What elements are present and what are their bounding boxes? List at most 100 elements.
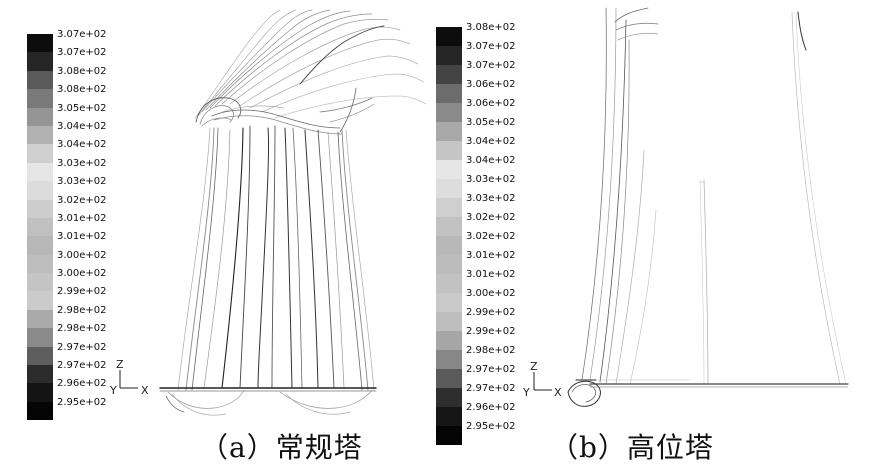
legend-label: 2.96e+02: [57, 378, 107, 390]
contour-lines: [567, 7, 849, 407]
colormap-legend: 3.08e+02 3.07e+02 3.07e+02 3.06e+02 3.06e+02…: [436, 23, 554, 445]
legend-label: 2.97e+02: [466, 383, 516, 394]
legend-swatch: [436, 198, 462, 217]
axis-triad: Z Y X: [109, 358, 149, 397]
legend-swatch: [436, 236, 462, 255]
legend-label: 3.04e+02: [466, 136, 516, 147]
legend-swatch: [436, 103, 462, 122]
legend-label: 3.08e+02: [466, 22, 516, 33]
legend-swatch: [436, 179, 462, 198]
legend-entry: 3.08e+02: [436, 23, 554, 46]
legend-swatch: [27, 401, 53, 421]
legend-entry: 3.04e+02: [436, 156, 554, 179]
legend-entry: 2.98e+02: [436, 346, 554, 369]
legend-swatch: [27, 328, 53, 347]
legend-swatch: [27, 236, 53, 255]
legend-entry: 2.97e+02: [27, 361, 145, 384]
legend-entry: 3.04e+02: [27, 140, 145, 163]
legend-swatch: [27, 383, 53, 402]
legend-swatch: [27, 89, 53, 108]
legend-label: 2.98e+02: [466, 345, 516, 356]
legend-label: 2.97e+02: [466, 364, 516, 375]
legend-entry: 2.95e+02: [27, 397, 145, 421]
legend-swatch: [436, 65, 462, 84]
legend-swatch: [27, 254, 53, 274]
legend-swatch: [27, 291, 53, 310]
legend-label: 3.00e+02: [57, 249, 107, 261]
legend-swatch: [436, 122, 462, 141]
legend-swatch: [436, 160, 462, 179]
legend-label: 3.06e+02: [466, 98, 516, 109]
legend-swatch: [436, 388, 462, 407]
legend-entry: 2.99e+02: [436, 308, 554, 331]
legend-entry: 3.07e+02: [436, 42, 554, 65]
legend-label: 2.99e+02: [57, 286, 107, 298]
legend-entry: 2.99e+02: [436, 327, 554, 350]
legend-entry: 2.97e+02: [27, 342, 145, 366]
legend-label: 3.00e+02: [466, 288, 516, 299]
legend-entry: 2.95e+02: [436, 422, 554, 445]
legend-swatch: [436, 46, 462, 65]
legend-label: 2.95e+02: [57, 396, 107, 408]
legend-swatch: [27, 107, 53, 126]
axis-label-x: X: [141, 384, 149, 397]
legend-label: 3.03e+02: [57, 157, 107, 169]
legend-entry: 2.99e+02: [27, 287, 145, 310]
legend-entry: 3.03e+02: [436, 175, 554, 198]
legend-entry: 3.03e+02: [27, 158, 145, 182]
legend-entry: 3.08e+02: [27, 85, 145, 108]
legend-entry: 3.06e+02: [436, 99, 554, 122]
legend-entry: 3.05e+02: [436, 118, 554, 141]
legend-swatch: [27, 346, 53, 366]
legend-swatch: [436, 293, 462, 312]
legend-swatch: [436, 331, 462, 350]
legend-entry: 3.04e+02: [436, 137, 554, 160]
legend-entry: 3.07e+02: [436, 61, 554, 84]
legend-entry: 3.06e+02: [436, 80, 554, 103]
legend-label: 3.05e+02: [57, 102, 107, 114]
axis-label-z: Z: [530, 360, 538, 373]
legend-label: 3.08e+02: [57, 84, 107, 96]
legend-label: 2.99e+02: [466, 326, 516, 337]
legend-entry: 3.01e+02: [27, 213, 145, 237]
legend-swatch: [436, 274, 462, 293]
legend-label: 2.98e+02: [57, 323, 107, 335]
axis-label-z: Z: [116, 358, 124, 371]
legend-label: 2.97e+02: [57, 360, 107, 372]
figure-caption: （b）高位塔: [550, 431, 714, 464]
legend-entry: 3.00e+02: [436, 289, 554, 312]
legend-swatch: [436, 217, 462, 236]
legend-swatch: [27, 181, 53, 200]
temperature-contour-plot: Z Y X: [109, 9, 427, 416]
legend-label: 2.96e+02: [466, 402, 516, 413]
legend-swatch: [27, 217, 53, 237]
legend-label: 3.06e+02: [466, 79, 516, 90]
legend-swatch: [27, 309, 53, 329]
legend-label: 3.03e+02: [57, 176, 107, 188]
legend-entry: 3.02e+02: [27, 195, 145, 218]
contour-lines: [159, 9, 427, 416]
legend-entry: 3.00e+02: [27, 250, 145, 274]
figure-caption: （a）常规塔: [200, 431, 363, 464]
legend-label: 2.98e+02: [57, 304, 107, 316]
legend-label: 3.07e+02: [466, 60, 516, 71]
legend-label: 3.07e+02: [466, 41, 516, 52]
legend-swatch: [436, 27, 462, 46]
legend-swatch: [27, 365, 53, 384]
legend-swatch: [436, 350, 462, 369]
legend-entry: 3.02e+02: [436, 232, 554, 255]
legend-swatch: [27, 144, 53, 163]
legend-label: 3.04e+02: [57, 139, 107, 151]
legend-label: 3.01e+02: [466, 269, 516, 280]
legend-label: 3.07e+02: [57, 47, 107, 59]
legend-swatch: [27, 70, 53, 90]
legend-label: 3.00e+02: [57, 268, 107, 280]
legend-entry: 3.02e+02: [436, 213, 554, 236]
legend-swatch: [436, 84, 462, 103]
legend-entry: 3.08e+02: [27, 66, 145, 90]
legend-entry: 2.98e+02: [27, 324, 145, 347]
legend-swatch: [27, 273, 53, 292]
legend-label: 3.01e+02: [466, 250, 516, 261]
